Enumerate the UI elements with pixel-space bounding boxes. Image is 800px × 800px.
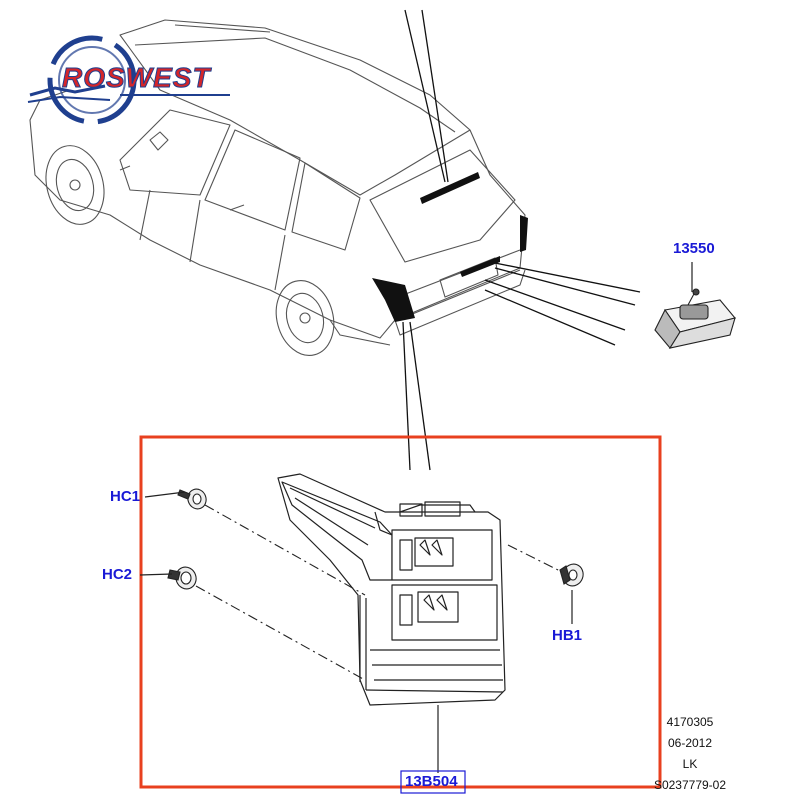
- brand-name: ROSWEST: [62, 62, 211, 94]
- reference-drawing: S0237779-02: [653, 778, 727, 792]
- fastener-hc2: [167, 566, 197, 590]
- reference-date: 06-2012: [667, 736, 713, 750]
- tail-lamp-part: [277, 473, 506, 706]
- reference-code: 4170305: [666, 715, 714, 729]
- callout-13550: 13550: [673, 240, 715, 257]
- brand-logo-text: ROSWEST: [62, 62, 211, 94]
- reference-region: LK: [682, 757, 698, 771]
- callout-hc1: HC1: [110, 488, 141, 505]
- vehicle-highlights: [372, 172, 528, 322]
- reference-block: 4170305 06-2012 LK S0237779-02: [645, 712, 735, 796]
- callout-hb1: HB1: [552, 627, 583, 644]
- fastener-hc1: [177, 488, 207, 510]
- brand-logo: [27, 35, 230, 125]
- callout-leaders: [139, 262, 693, 773]
- callout-box-13b504: [400, 770, 466, 794]
- fastener-hb1: [559, 563, 584, 587]
- callout-hc2: HC2: [102, 566, 133, 583]
- leader-lines: [402, 9, 641, 471]
- licence-lamp-part: [654, 288, 736, 349]
- callout-13b504: 13B504: [405, 773, 458, 790]
- assembly-lines: [195, 504, 563, 681]
